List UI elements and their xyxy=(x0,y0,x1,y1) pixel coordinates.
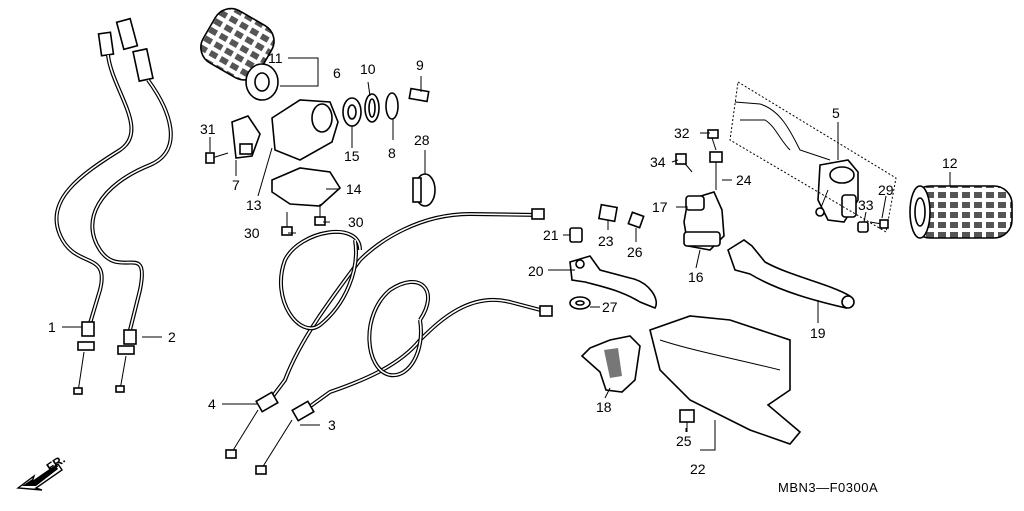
throttle-housing-lower xyxy=(271,167,342,207)
label-29: 29 xyxy=(878,182,894,198)
label-21: 21 xyxy=(543,227,559,243)
label-33: 33 xyxy=(858,197,874,213)
throttle-housing-upper xyxy=(271,99,339,161)
part-labels: 1 2 3 4 5 6 7 8 9 10 11 12 13 14 15 16 1… xyxy=(48,50,958,477)
label-6: 6 xyxy=(333,65,341,81)
screw-25 xyxy=(679,409,695,432)
brake-lever-19 xyxy=(727,239,855,309)
label-25: 25 xyxy=(676,433,692,449)
label-16: 16 xyxy=(688,269,704,285)
washer-27 xyxy=(569,296,591,310)
label-5: 5 xyxy=(832,105,840,121)
label-1: 1 xyxy=(48,319,56,335)
band-28 xyxy=(412,173,436,207)
cable-holder-7 xyxy=(231,115,261,159)
label-14: 14 xyxy=(346,181,362,197)
label-8: 8 xyxy=(388,145,396,161)
bolt-9 xyxy=(408,87,430,103)
kill-switch-5 xyxy=(734,101,859,223)
nut-26 xyxy=(627,211,645,229)
bolt-24 xyxy=(709,151,723,190)
bolt-23 xyxy=(597,203,619,223)
label-32: 32 xyxy=(674,125,690,141)
collar-21 xyxy=(569,227,583,243)
throttle-cable-2 xyxy=(90,17,173,393)
dashed-assembly-box xyxy=(729,81,897,233)
label-24: 24 xyxy=(736,172,752,188)
label-30b: 30 xyxy=(348,214,364,230)
label-19: 19 xyxy=(810,325,826,341)
label-3: 3 xyxy=(328,417,336,433)
clutch-cable-4 xyxy=(225,208,545,459)
label-27: 27 xyxy=(602,299,618,315)
diagram-code: MBN3—F0300A xyxy=(778,480,878,495)
label-28: 28 xyxy=(414,132,430,148)
label-7: 7 xyxy=(232,177,240,193)
label-23: 23 xyxy=(598,233,614,249)
clutch-lever-20 xyxy=(569,255,657,309)
label-11: 11 xyxy=(268,50,283,66)
bolt-34 xyxy=(675,153,693,173)
label-22: 22 xyxy=(690,461,706,477)
label-15: 15 xyxy=(344,148,360,164)
label-10: 10 xyxy=(360,61,376,77)
ring-10 xyxy=(364,93,380,123)
bolt-30b xyxy=(314,204,326,226)
front-arrow: FR. xyxy=(16,452,68,491)
leader-lines xyxy=(62,57,951,451)
collar-15 xyxy=(342,97,362,127)
hot-start-cable-3 xyxy=(255,279,553,475)
label-2: 2 xyxy=(168,329,176,345)
hot-start-lever-18 xyxy=(580,335,641,393)
handguard-22 xyxy=(649,315,802,445)
bracket-17 xyxy=(685,195,705,211)
screw-31 xyxy=(205,152,229,164)
label-20: 20 xyxy=(528,263,544,279)
label-34: 34 xyxy=(650,154,666,170)
label-9: 9 xyxy=(416,57,424,73)
label-4: 4 xyxy=(208,396,216,412)
label-31: 31 xyxy=(200,121,216,137)
label-26: 26 xyxy=(627,244,643,260)
cap-8 xyxy=(385,92,399,120)
bolt-32 xyxy=(707,129,719,151)
screw-33 xyxy=(857,221,869,233)
throttle-grip xyxy=(200,7,279,101)
label-12: 12 xyxy=(942,155,958,171)
bolt-30a xyxy=(281,212,293,236)
label-13: 13 xyxy=(246,197,262,213)
throttle-cable-1 xyxy=(54,31,134,395)
grip-12 xyxy=(909,185,1013,239)
label-17: 17 xyxy=(652,199,668,215)
screw-29 xyxy=(869,219,889,229)
label-30a: 30 xyxy=(244,225,260,241)
label-18: 18 xyxy=(596,399,612,415)
